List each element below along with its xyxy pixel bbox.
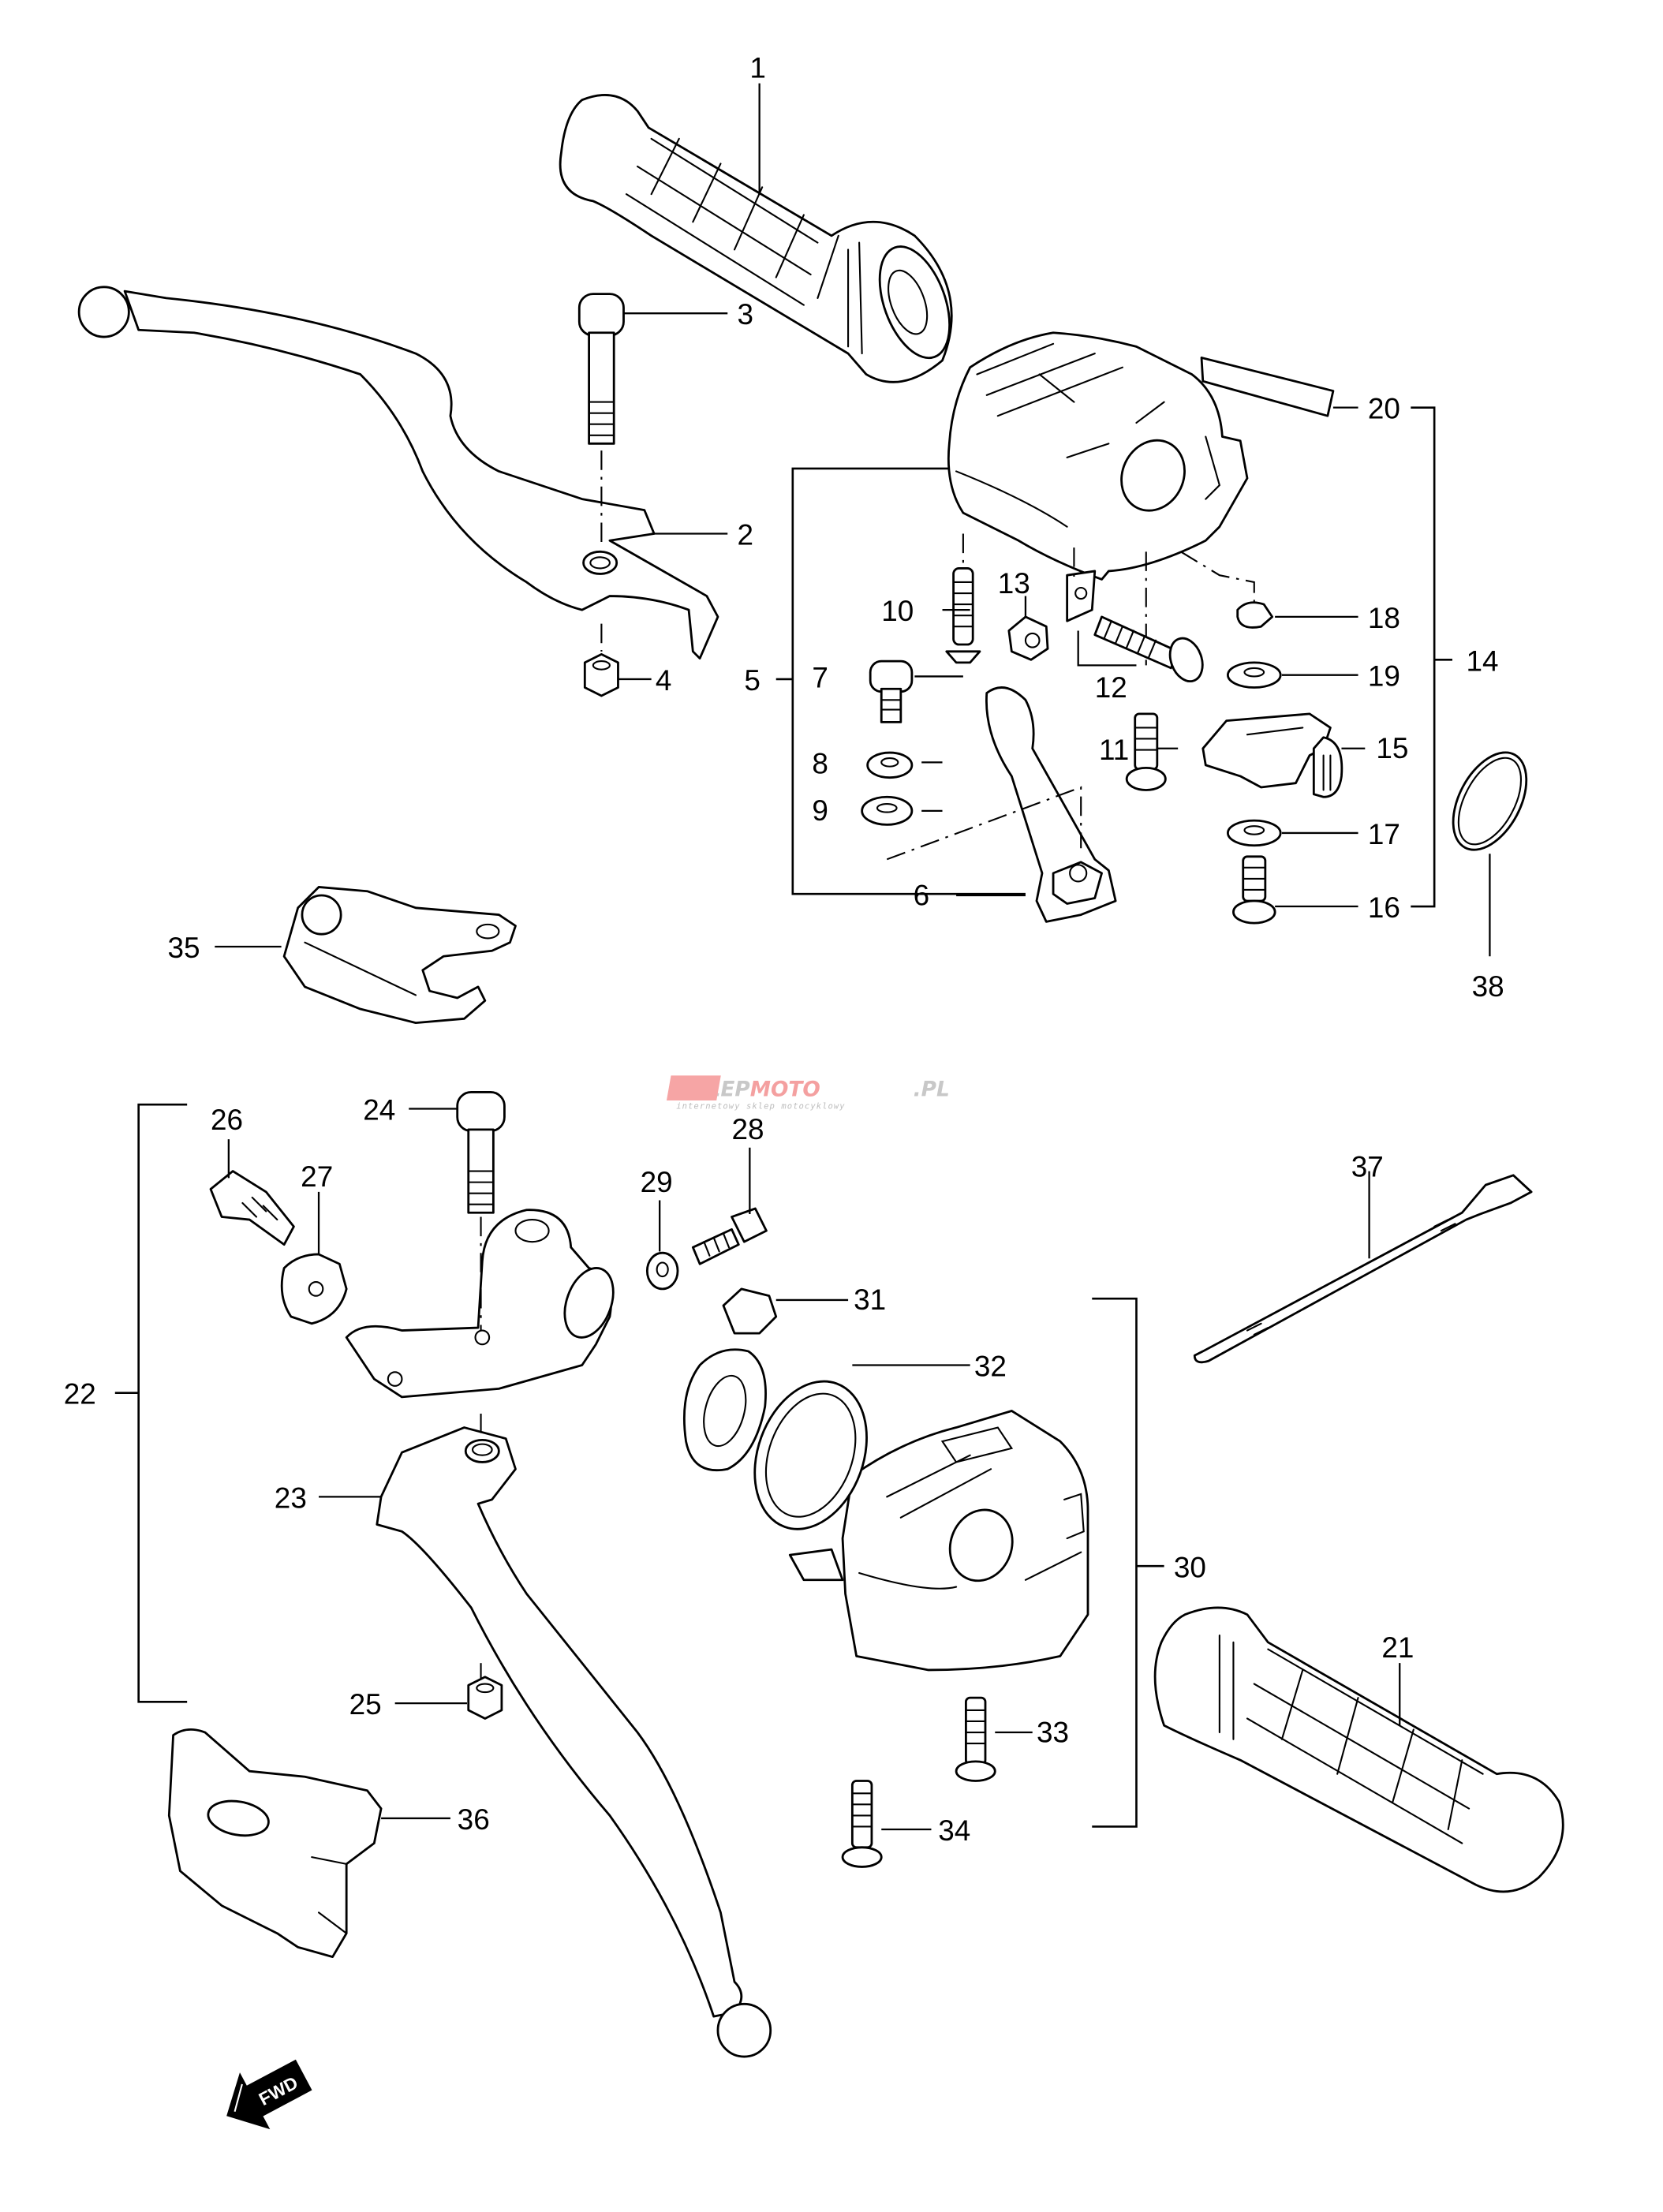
clutch-perch [345,1209,615,1399]
nut-25 [467,1676,503,1720]
screw-33 [955,1696,996,1782]
adjuster-bolt-26 [209,1170,295,1246]
forward-arrow-icon: FWD [226,2059,312,2130]
brake-lever [77,286,719,660]
callout-13: 13 [998,567,1030,600]
watermark-pl: .PL [914,1078,950,1102]
callout-16: 16 [1368,891,1400,924]
bracket-35 [282,886,517,1025]
callout-6: 6 [914,879,930,911]
callout-labels: 1 2 3 4 5 6 7 8 9 10 11 12 13 14 15 16 1… [64,52,1504,1847]
callout-17: 17 [1368,818,1400,850]
callout-3: 3 [738,298,754,331]
screw-12 [1093,615,1204,682]
callout-12: 12 [1095,671,1127,704]
clamp-31 [682,1287,778,1471]
washer-17 [1227,819,1282,847]
washer-29 [645,1251,679,1291]
callout-14: 14 [1467,645,1499,677]
callout-29: 29 [641,1166,673,1198]
callout-9: 9 [812,794,828,827]
callout-11: 11 [1099,734,1129,766]
callout-24: 24 [363,1094,395,1127]
watermark-46-box [666,1075,721,1100]
watermark: SKLEPMOTO 46 .PL internetowy sklep motoc… [666,1075,950,1112]
callout-38: 38 [1472,970,1504,1003]
callout-25: 25 [349,1688,382,1721]
watermark-moto: MOTO [750,1078,820,1102]
grip-left [559,94,953,383]
lever-nut [583,623,619,697]
clip-18 [1236,601,1274,629]
group-brackets [114,406,1452,1828]
callout-20: 20 [1368,393,1400,425]
washer-19 [1227,661,1282,689]
callout-35: 35 [168,932,200,964]
lever-guard-36 [167,1728,383,1958]
grip-right [1153,1606,1564,1893]
clutch-lever-23 [376,1413,772,2058]
washer-9 [861,795,914,826]
nut-13 [1007,615,1049,661]
callout-15: 15 [1376,732,1408,764]
lock-washer-8 [866,751,914,779]
screw-10 [945,533,981,664]
callout-21: 21 [1381,1631,1414,1664]
callout-8: 8 [812,747,828,779]
callout-26: 26 [211,1104,243,1136]
callout-1: 1 [749,52,766,84]
o-ring-38 [1452,751,1528,851]
callout-7: 7 [812,661,828,693]
pivot-bolt-24 [456,1091,506,1331]
callout-32: 32 [974,1351,1007,1383]
callout-2: 2 [738,519,754,551]
handlebar-switch [788,1410,1089,1672]
screw-34 [841,1780,883,1868]
callout-18: 18 [1368,602,1400,634]
label-plate [1200,356,1335,417]
callout-33: 33 [1037,1716,1069,1748]
callout-27: 27 [301,1160,333,1193]
callout-30: 30 [1174,1551,1206,1583]
pivot-bolt [577,293,625,548]
throttle-lever [886,686,1117,923]
watermark-46: 46 [868,1078,898,1102]
callout-22: 22 [64,1378,96,1411]
lock-nut-27 [280,1253,348,1325]
callout-28: 28 [732,1113,764,1145]
leader-lines [215,83,1491,1831]
callout-37: 37 [1351,1151,1384,1183]
choke-lever-15 [1201,712,1343,798]
callout-36: 36 [458,1803,490,1836]
switch-housing [947,331,1255,666]
callout-34: 34 [938,1814,970,1847]
callout-4: 4 [656,664,672,697]
bolt-28 [691,1207,768,1265]
cable-tie-37 [1193,1174,1533,1364]
bolt-7 [869,659,914,723]
watermark-tagline: internetowy sklep motocyklowy [676,1102,845,1112]
callout-5: 5 [744,664,760,697]
callout-31: 31 [854,1283,886,1316]
ring-32 [753,1380,868,1530]
callout-10: 10 [881,595,914,627]
bolt-16 [1232,855,1276,925]
callout-23: 23 [275,1482,307,1514]
callout-19: 19 [1368,660,1400,693]
bolt-11 [1125,712,1167,791]
